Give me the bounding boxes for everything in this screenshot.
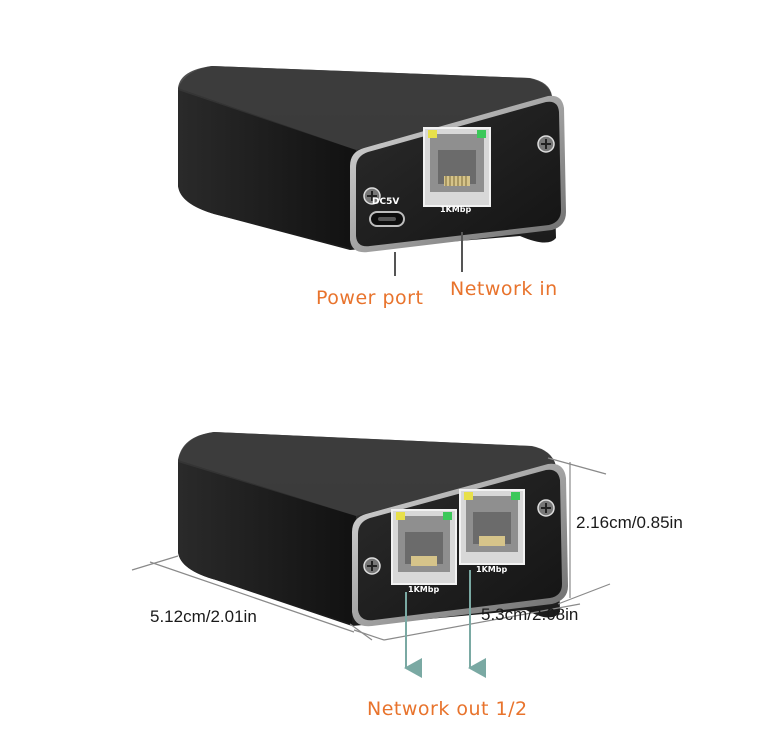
port2-marking: 1KMbp <box>476 565 507 574</box>
screw-icon <box>537 499 555 517</box>
port1-marking: 1KMbp <box>408 585 439 594</box>
width-dimension-line <box>353 603 581 641</box>
rj45-port-2 <box>459 489 525 565</box>
bottom-device: 1KMbp 1KMbp <box>131 432 611 678</box>
top-device: DC5V 1KMbp <box>178 66 566 276</box>
screw-icon <box>537 135 555 153</box>
screw-icon <box>363 187 381 205</box>
network-out-label: Network out 1/2 <box>367 698 528 720</box>
width-dimension-label: 5.3cm/2.08in <box>481 605 579 624</box>
screw-icon <box>363 557 381 575</box>
power-port-marking: DC5V <box>372 197 399 207</box>
rj45-port-1 <box>391 509 457 585</box>
port-marking: 1KMbp <box>440 205 471 214</box>
power-port-label: Power port <box>316 287 424 309</box>
height-dimension-label: 2.16cm/0.85in <box>576 513 683 532</box>
depth-dimension-line <box>131 555 373 641</box>
depth-dimension-label: 5.12cm/2.01in <box>150 607 257 626</box>
rj45-port <box>423 127 491 207</box>
network-in-label: Network in <box>450 278 558 300</box>
height-dimension-line <box>547 457 611 605</box>
